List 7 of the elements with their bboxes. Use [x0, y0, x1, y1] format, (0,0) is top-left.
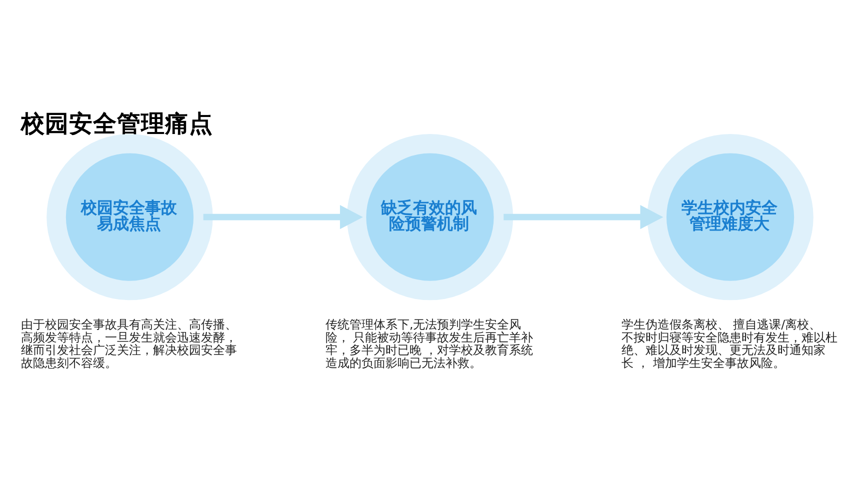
- node-circle: 学生校内安全管理难度大: [647, 134, 814, 300]
- node-label: 学生伪造假条离校、 擅自逃课/离校、不按时归寝等安全隐患时有发生，难以杜绝、难以及时发现、更无法及时通知家长 ， 增加学生安全事故风险。: [621, 317, 838, 370]
- node-label: 由于校园安全事故具有高关注、高传播、高频发等特点，一旦发生就会迅速发酵，继而引发社会广泛关注，解决校园安全事故隐患刻不容缓。: [20, 317, 237, 370]
- node-circle: 缺乏有效的风险预警机制: [346, 134, 514, 300]
- node-label: 传统管理体系下,无法预判学生安全风险， 只能被动等待事故发生后再亡羊补牢，多半为时已晚 ，对学校及教育系统造成的负面影响已无法补救。: [325, 317, 534, 370]
- arrow: [203, 204, 363, 230]
- arrow: [504, 204, 664, 230]
